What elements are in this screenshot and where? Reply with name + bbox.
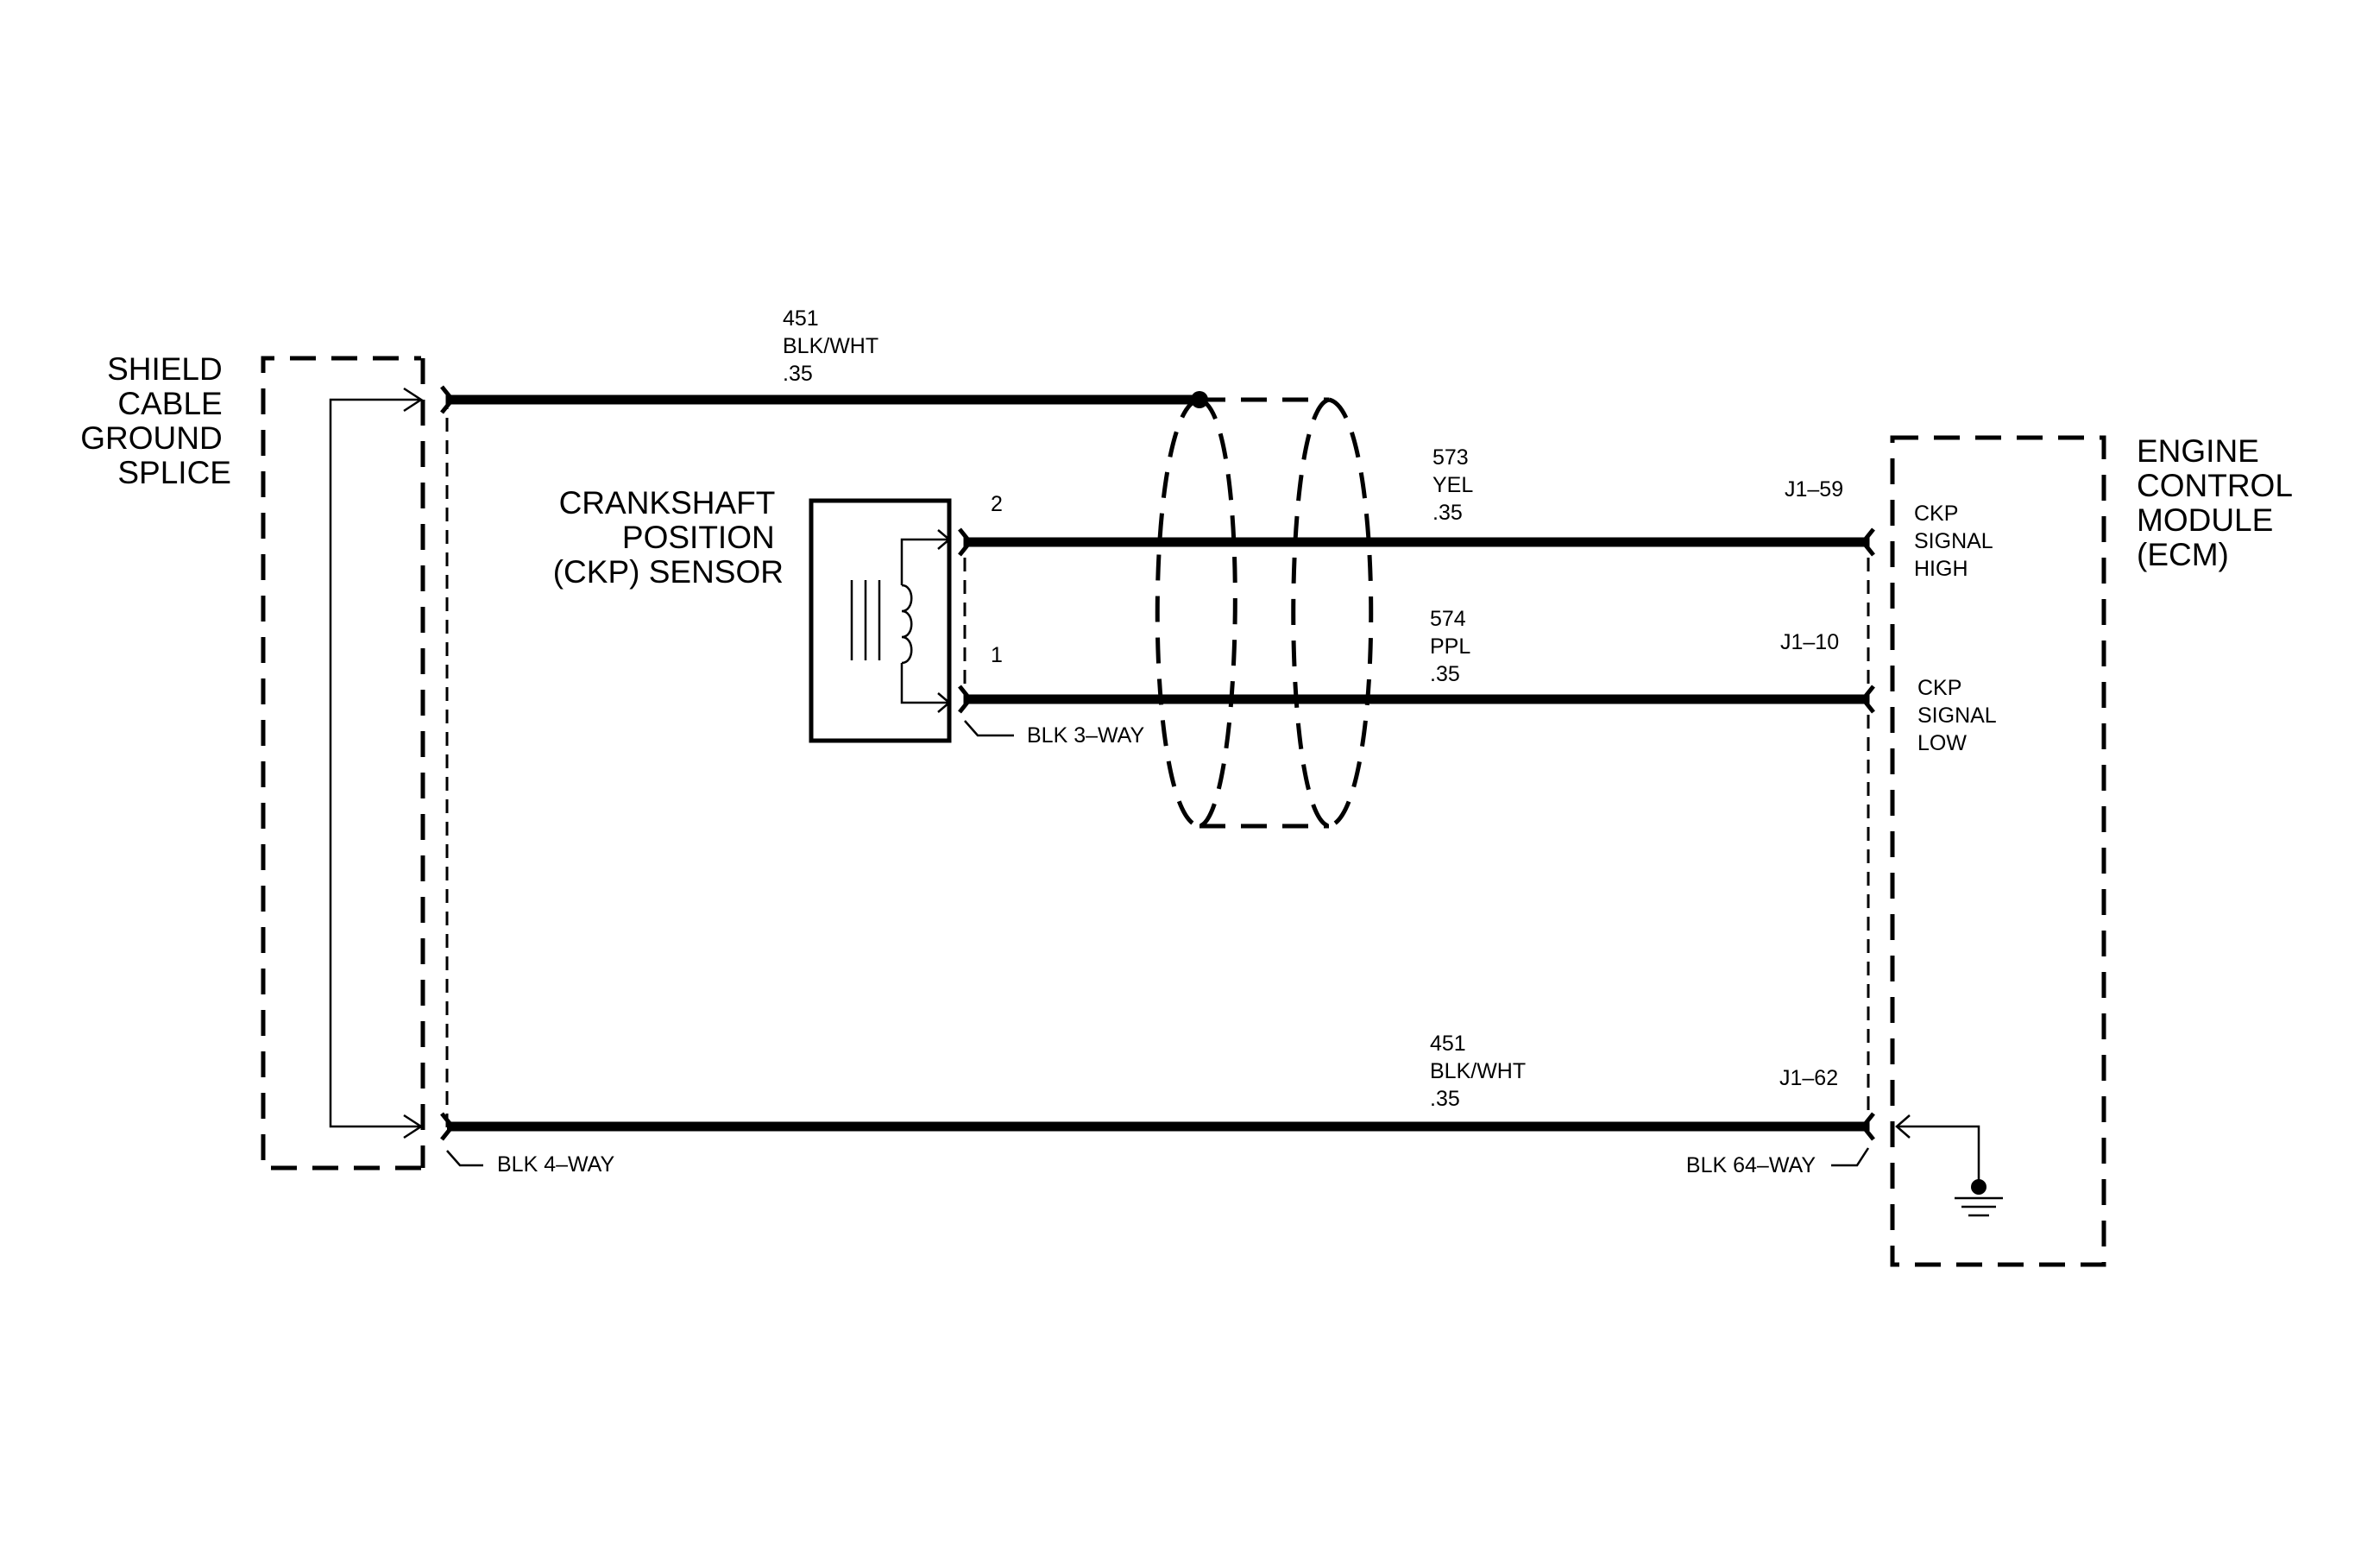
sensor-pin-1-label: 1	[991, 643, 1003, 667]
wire-label-line: 573	[1432, 445, 1469, 470]
wire-label-line: PPL	[1430, 634, 1470, 659]
ecm-pin-j1-59-label: J1–59	[1785, 477, 1843, 502]
splice-bus-line	[329, 398, 421, 1128]
ckp-sensor-component: CRANKSHAFT POSITION (CKP) SENSOR	[553, 485, 952, 743]
wire-451-top-end-mark	[440, 385, 456, 414]
shield-splice-label-line: SPLICE	[117, 455, 231, 490]
sensor-coil-lead	[900, 538, 949, 585]
shielded-cable	[1155, 397, 1374, 829]
wire-label-line: .35	[1430, 662, 1460, 686]
ecm-component: ENGINE CONTROL MODULE (ECM) CKP SIGNAL H…	[1890, 433, 2301, 1267]
ckp-sensor-label-line: POSITION	[622, 520, 775, 555]
wire-574-ckp-low: 574 PPL .35 J1–10	[958, 607, 1875, 714]
ecm-label-line: MODULE	[2137, 502, 2273, 538]
cable-shield-left-ellipse	[1155, 397, 1200, 829]
shield-splice-label: SHIELD CABLE GROUND SPLICE	[80, 351, 231, 490]
wire-573-end-mark	[1860, 527, 1875, 557]
blk-3-way-connector: BLK 3–WAY 2 1	[963, 492, 1144, 748]
ckp-sensor-label: CRANKSHAFT POSITION (CKP) SENSOR	[553, 485, 784, 590]
sensor-lead-arrow	[937, 529, 951, 550]
shield-splice-outline	[261, 356, 421, 1171]
ckp-sensor-box	[809, 498, 952, 743]
ckp-sensor-label-line: CRANKSHAFT	[559, 485, 775, 521]
wire-label-line: BLK/WHT	[1430, 1059, 1526, 1083]
wire-label-line: 574	[1430, 607, 1466, 631]
ecm-label-line: (ECM)	[2137, 537, 2229, 572]
ecm-outline	[1890, 435, 2106, 1267]
connector-64-way-leader	[1831, 1147, 1870, 1167]
wire-574-label: 574 PPL .35	[1430, 607, 1476, 686]
wire-451-top: 451 BLK/WHT .35	[440, 306, 1208, 414]
wire-574-end-mark	[1860, 685, 1875, 714]
sensor-lead-arrow	[937, 692, 951, 713]
sensor-coil-lead	[900, 663, 949, 704]
ecm-input-line: HIGH	[1914, 557, 1968, 581]
shield-splice-label-line: CABLE	[117, 386, 222, 421]
connector-4-way-label: BLK 4–WAY	[497, 1152, 614, 1177]
cable-shield-left-ellipse	[1198, 397, 1237, 829]
sensor-coil-icon	[901, 584, 913, 665]
ecm-ground-junction	[1971, 1179, 1986, 1195]
ecm-ground-lead	[1897, 1125, 1980, 1181]
shield-splice-label-line: GROUND	[80, 420, 222, 456]
wire-label-line: YEL	[1432, 473, 1473, 497]
splice-arrow-top	[403, 387, 424, 413]
blk-64-way-connector: BLK 64–WAY	[1686, 535, 1870, 1177]
wire-573-ckp-high: 573 YEL .35 J1–59	[958, 445, 1875, 557]
wire-574-end-mark	[958, 685, 973, 714]
shield-splice-label-line: SHIELD	[107, 351, 223, 387]
wire-label-line: 451	[783, 306, 819, 331]
wire-573-label: 573 YEL .35	[1432, 445, 1478, 525]
sensor-pin-2-label: 2	[991, 492, 1003, 516]
wire-label-line: .35	[1432, 501, 1463, 525]
splice-arrow-bottom	[403, 1114, 424, 1139]
connector-4-way-leader	[446, 1150, 483, 1167]
wire-451-bottom-end-mark	[440, 1112, 456, 1141]
wire-451-bottom-label: 451 BLK/WHT .35	[1430, 1032, 1532, 1111]
wire-451-bottom: 451 BLK/WHT .35 J1–62	[440, 1032, 1875, 1141]
connector-64-way-label: BLK 64–WAY	[1686, 1153, 1816, 1177]
ecm-pin-j1-62-label: J1–62	[1779, 1066, 1838, 1090]
blk-4-way-connector: BLK 4–WAY	[445, 395, 614, 1177]
ground-icon	[1955, 1196, 2003, 1217]
ecm-input-line: SIGNAL	[1914, 529, 1993, 553]
wire-label-line: 451	[1430, 1032, 1466, 1056]
ecm-label-line: CONTROL	[2137, 468, 2292, 503]
ecm-input-line: SIGNAL	[1917, 704, 1997, 728]
connector-3-way-leader	[964, 720, 1014, 737]
wire-451-top-label: 451 BLK/WHT .35	[783, 306, 885, 386]
ecm-input-line: LOW	[1917, 731, 1967, 755]
wire-label-line: BLK/WHT	[783, 334, 878, 358]
wire-573-end-mark	[958, 527, 973, 557]
ecm-input-low-label: CKP SIGNAL LOW	[1917, 676, 2002, 755]
ecm-label: ENGINE CONTROL MODULE (ECM)	[2137, 433, 2301, 572]
shield-splice-component: SHIELD CABLE GROUND SPLICE	[80, 351, 425, 1171]
wire-label-line: .35	[1430, 1087, 1460, 1111]
cable-shield-right-ellipse	[1328, 397, 1374, 829]
connector-3-way-label: BLK 3–WAY	[1027, 723, 1144, 748]
ecm-input-high-label: CKP SIGNAL HIGH	[1914, 502, 1999, 581]
ecm-ground-arrow	[1895, 1114, 1911, 1139]
ecm-label-line: ENGINE	[2137, 433, 2259, 469]
ecm-pin-j1-10-label: J1–10	[1780, 630, 1839, 654]
ecm-input-line: CKP	[1914, 502, 1958, 526]
ecm-input-line: CKP	[1917, 676, 1961, 700]
wire-label-line: .35	[783, 362, 813, 386]
cable-shield-right-ellipse	[1291, 397, 1331, 829]
wire-451-bottom-end-mark	[1860, 1112, 1875, 1141]
ckp-sensor-label-line: (CKP) SENSOR	[553, 554, 784, 590]
